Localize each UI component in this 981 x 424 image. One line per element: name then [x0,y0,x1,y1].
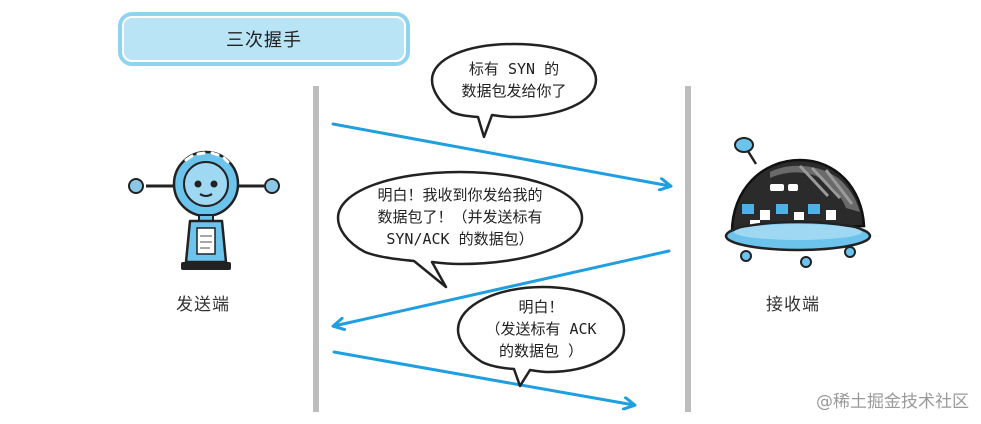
speech-bubble-syn-ack [336,170,584,289]
bubble-syn-ack-line-1: 明白！我收到你发给我的 [377,186,543,204]
bubble-syn-ack-text: 明白！我收到你发给我的 数据包了！（并发送标有 SYN/ACK 的数据包） [338,184,582,250]
sender-robot-icon [128,150,280,270]
bubble-syn-ack-line-2: 数据包了！（并发送标有 [377,208,543,226]
bubble-syn-line-1: 标有 SYN 的 [468,60,560,78]
watermark-text: @稀土掘金技术社区 [816,392,969,412]
bubble-syn-ack-line-3: SYN/ACK 的数据包） [386,230,534,248]
bubble-ack-line-1: 明白！ [518,298,564,316]
receiver-robot-icon [724,137,872,268]
speech-bubble-syn [430,42,598,139]
title-text: 三次握手 [122,16,406,62]
sender-timeline [313,86,319,412]
bubble-syn-text: 标有 SYN 的 数据包发给你了 [432,58,596,102]
bubble-ack-text: 明白！ （发送标有 ACK 的数据包 ） [458,296,624,362]
bubble-syn-line-2: 数据包发给你了 [461,82,567,100]
ack-arrow [332,350,634,405]
receiver-timeline [685,86,691,412]
bubble-ack-line-3: 的数据包 ） [498,342,584,360]
syn-ack-arrow [334,249,671,326]
title-box: 三次握手 [118,12,410,66]
receiver-label: 接收端 [766,295,820,315]
syn-arrow [331,122,670,186]
speech-bubble-ack [456,285,626,388]
sender-label: 发送端 [176,295,230,315]
bubble-ack-line-2: （发送标有 ACK [485,320,597,338]
